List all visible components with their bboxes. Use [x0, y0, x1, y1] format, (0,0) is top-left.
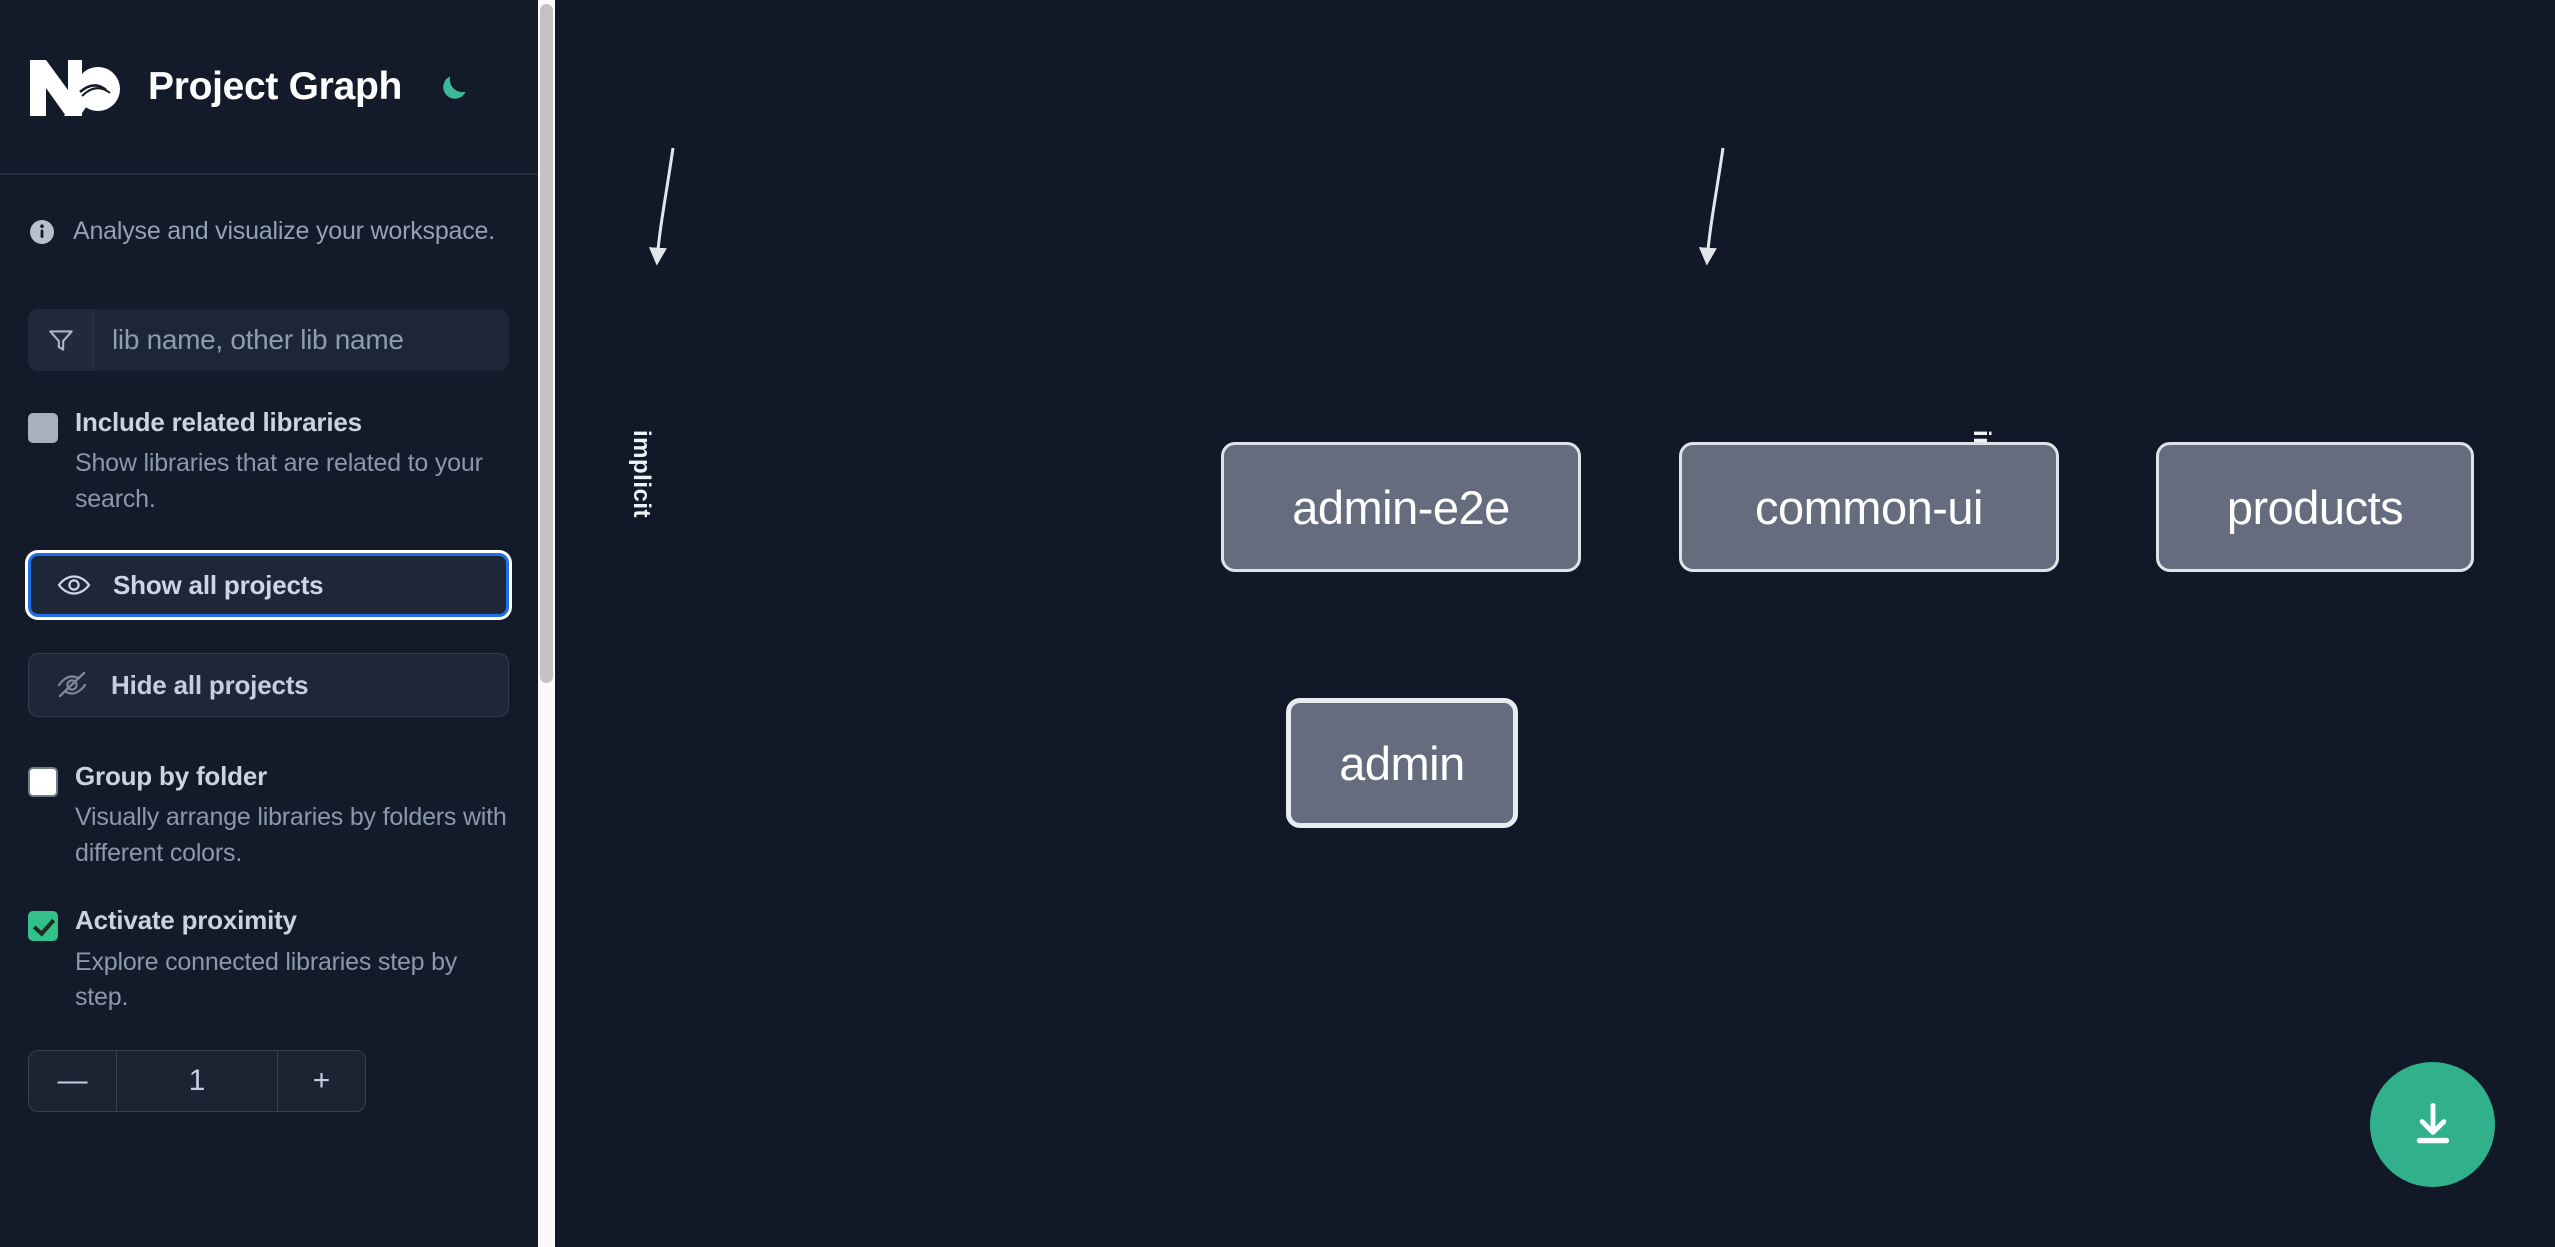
eye-off-icon	[55, 668, 89, 702]
page-title: Project Graph	[148, 64, 402, 108]
show-all-projects-label: Show all projects	[113, 569, 324, 600]
graph-node-products[interactable]: products	[2156, 442, 2474, 572]
hide-all-projects-label: Hide all projects	[111, 669, 309, 700]
include-related-libraries-row[interactable]: Include related libraries Show libraries…	[28, 407, 509, 517]
sidebar-scrollbar[interactable]	[538, 0, 555, 1247]
download-icon	[2406, 1096, 2460, 1153]
graph-node-admin-e2e[interactable]: admin-e2e	[1221, 442, 1581, 572]
graph-node-admin[interactable]: admin	[1286, 698, 1518, 828]
hide-all-projects-button[interactable]: Hide all projects	[28, 653, 509, 718]
group-by-folder-description: Visually arrange libraries by folders wi…	[75, 803, 507, 867]
search-bar	[28, 309, 509, 371]
group-by-folder-label: Group by folder	[75, 761, 268, 792]
activate-proximity-checkbox[interactable]	[28, 911, 58, 942]
sidebar: Project Graph	[0, 0, 555, 1247]
group-by-folder-row[interactable]: Group by folder Visually arrange librari…	[28, 761, 509, 871]
group-by-folder-text: Group by folder Visually arrange librari…	[75, 761, 509, 871]
activate-proximity-label: Activate proximity	[75, 905, 297, 936]
info-icon	[28, 218, 56, 246]
proximity-stepper: — 1 +	[28, 1049, 366, 1112]
edge-label-admin: implicit	[628, 430, 655, 519]
proximity-decrement-button[interactable]: —	[29, 1050, 117, 1111]
moon-icon[interactable]	[432, 64, 478, 110]
group-by-folder-checkbox[interactable]	[28, 767, 58, 798]
show-all-projects-button[interactable]: Show all projects	[28, 553, 509, 618]
edge-admin-e2e-admin	[648, 147, 675, 266]
graph-edges-layer	[648, 147, 1725, 266]
edge-store-e2e-store	[1698, 147, 1725, 266]
sidebar-scroll-area: Project Graph	[0, 0, 545, 1247]
proximity-value: 1	[188, 1063, 206, 1097]
tagline-text: Analyse and visualize your workspace.	[73, 217, 495, 245]
sidebar-scrollbar-thumb[interactable]	[540, 4, 553, 683]
activate-proximity-description: Explore connected libraries step by step…	[75, 947, 458, 1012]
download-graph-button[interactable]	[2370, 1062, 2495, 1187]
activate-proximity-text: Activate proximity Explore connected lib…	[75, 905, 509, 1015]
nx-logo-icon	[28, 56, 124, 118]
include-related-libraries-text: Include related libraries Show libraries…	[75, 407, 509, 517]
graph-canvas[interactable]: implicit implicit admin-e2e common-ui pr…	[555, 0, 2555, 1247]
proximity-increment-button[interactable]: +	[277, 1050, 365, 1111]
search-input[interactable]	[94, 309, 509, 371]
workspace-tagline: Analyse and visualize your workspace.	[28, 217, 509, 246]
activate-proximity-row[interactable]: Activate proximity Explore connected lib…	[28, 905, 509, 1015]
sidebar-header: Project Graph	[0, 0, 545, 175]
eye-icon	[57, 568, 91, 602]
include-related-libraries-label: Include related libraries	[75, 407, 362, 437]
filter-funnel-icon	[28, 309, 94, 371]
graph-node-common-ui[interactable]: common-ui	[1679, 442, 2059, 572]
include-related-libraries-checkbox[interactable]	[28, 413, 58, 443]
include-related-libraries-description: Show libraries that are related to your …	[75, 449, 483, 513]
sidebar-body: Analyse and visualize your workspace.	[0, 217, 545, 1112]
